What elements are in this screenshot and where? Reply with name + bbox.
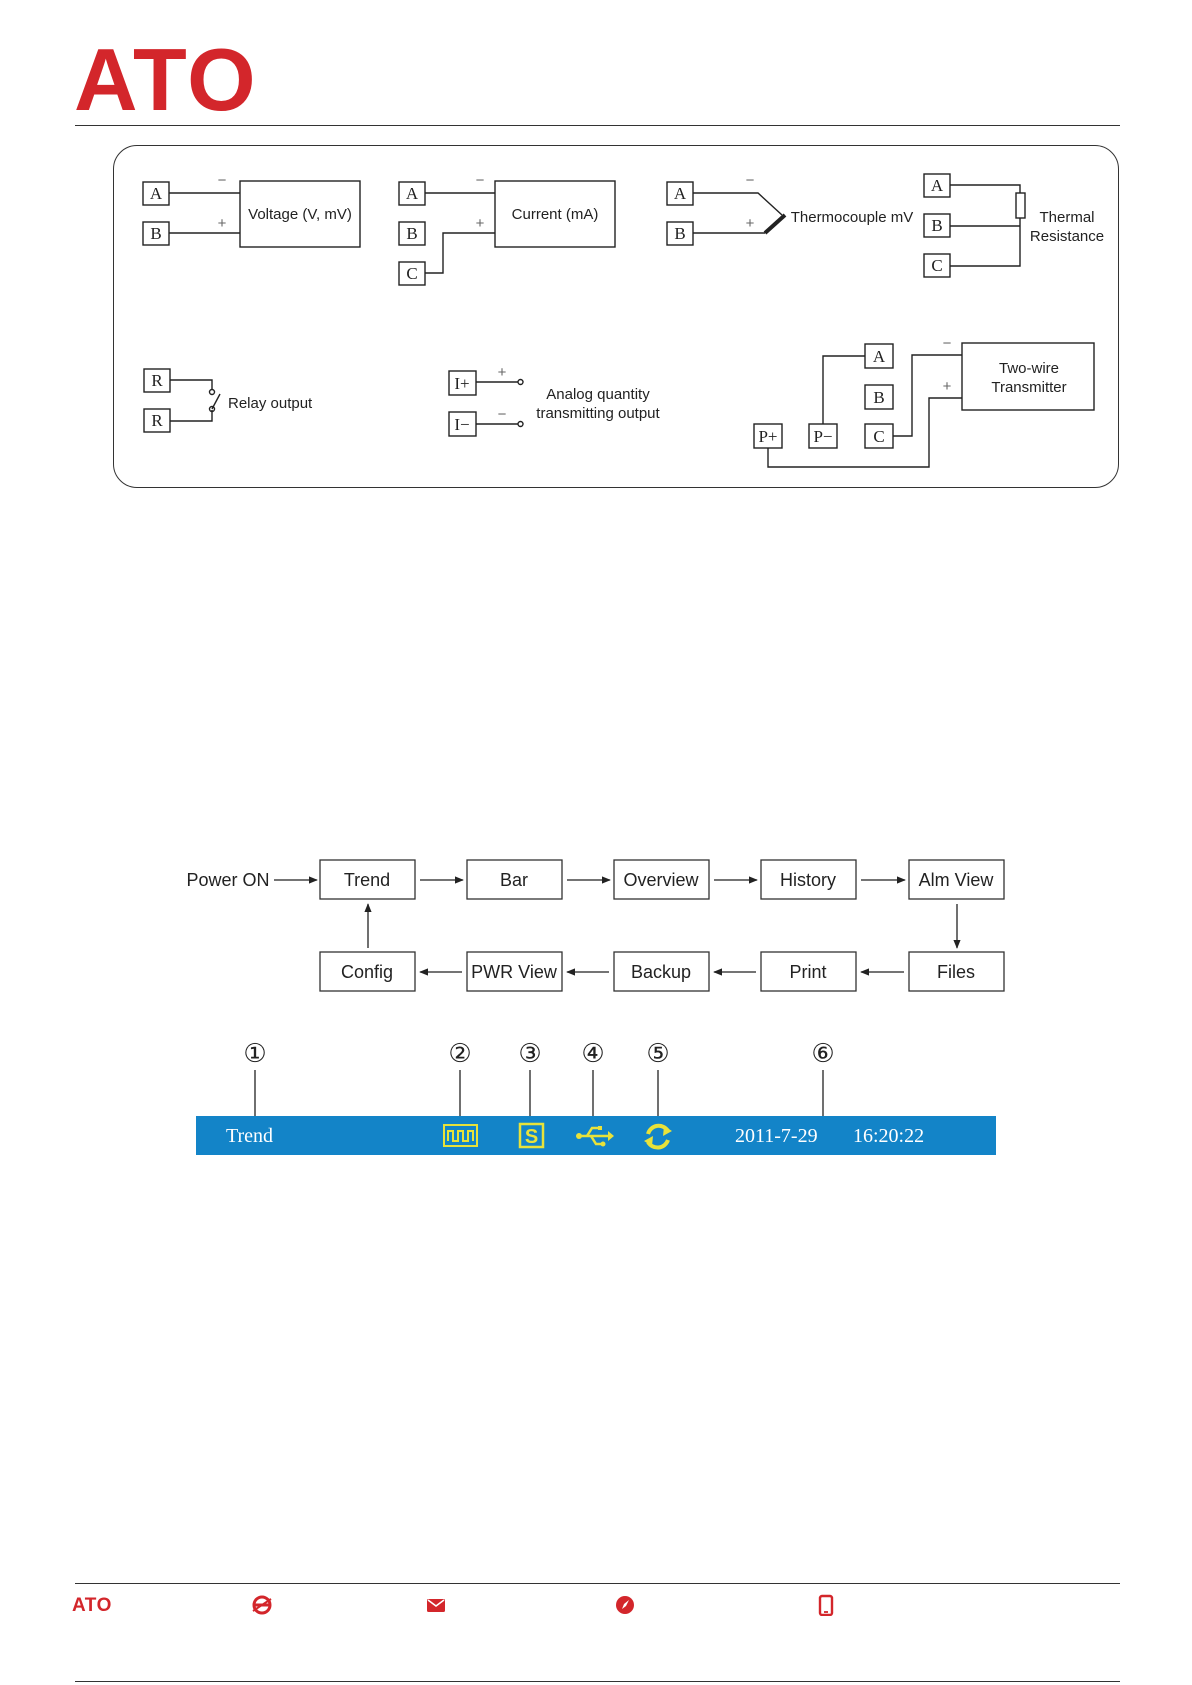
thermal-label-line2: Resistance	[1030, 228, 1104, 245]
twowire-plus: +	[943, 378, 952, 395]
thermocouple-terminal-b: B	[674, 224, 685, 243]
twowire-terminal-c: C	[873, 427, 884, 446]
header-rule	[75, 125, 1120, 126]
current-label: Current (mA)	[512, 206, 599, 223]
screen-flow-diagram: Power ON Trend Bar Overview History Alm …	[186, 859, 1005, 992]
flow-box-bar: Bar	[500, 870, 528, 890]
flow-box-history: History	[780, 870, 836, 890]
analog-label-line1: Analog quantity	[546, 386, 650, 403]
page-bottom-rule	[75, 1681, 1120, 1682]
power-on-label: Power ON	[186, 870, 269, 890]
current-terminal-b: B	[406, 224, 417, 243]
relay-label: Relay output	[228, 395, 313, 412]
relay-terminal-2: R	[151, 411, 163, 430]
twowire-terminal-pminus: P−	[813, 427, 832, 446]
header-logo: ATO	[74, 30, 258, 129]
current-terminal-a: A	[406, 184, 419, 203]
thermal-label-line1: Thermal	[1039, 209, 1094, 226]
voltage-minus: −	[218, 172, 227, 189]
thermocouple-plus: +	[746, 215, 755, 232]
mail-icon[interactable]	[425, 1594, 447, 1616]
thermal-terminal-b: B	[931, 216, 942, 235]
flow-box-print: Print	[789, 962, 826, 982]
current-minus: −	[476, 172, 485, 189]
twowire-minus: −	[943, 335, 952, 352]
footer-rule	[75, 1583, 1120, 1584]
flow-box-pwr-view: PWR View	[471, 962, 558, 982]
voltage-terminal-b: B	[150, 224, 161, 243]
twowire-label-line2: Transmitter	[991, 379, 1066, 396]
twowire-terminal-b: B	[873, 388, 884, 407]
pulse-signal-icon	[443, 1124, 478, 1147]
thermocouple-label: Thermocouple mV	[791, 209, 914, 226]
marker-1: ①	[243, 1038, 266, 1068]
wiring-diagram-panel	[113, 145, 1119, 488]
analog-label-line2: transmitting output	[536, 405, 660, 422]
twowire-terminal-a: A	[873, 347, 886, 366]
thermal-terminal-a: A	[931, 176, 944, 195]
refresh-icon	[644, 1123, 672, 1150]
twowire-terminal-pplus: P+	[758, 427, 777, 446]
voltage-label: Voltage (V, mV)	[248, 206, 352, 223]
status-bar-figure: ① ② ③ ④ ⑤ ⑥ Trend S 2011	[196, 1038, 996, 1155]
marker-5: ⑤	[646, 1038, 669, 1068]
thermocouple-terminal-a: A	[674, 184, 687, 203]
current-plus: +	[476, 215, 485, 232]
s-box-icon: S	[518, 1122, 545, 1149]
thermal-terminal-c: C	[931, 256, 942, 275]
status-date: 2011-7-29	[735, 1125, 818, 1147]
analog-plus: +	[498, 364, 507, 381]
analog-terminal-iplus: I+	[454, 374, 469, 393]
flow-box-overview: Overview	[623, 870, 699, 890]
voltage-terminal-a: A	[150, 184, 163, 203]
twowire-label-line1: Two-wire	[999, 360, 1059, 377]
web-icon[interactable]	[251, 1594, 273, 1616]
status-screen-name: Trend	[226, 1125, 273, 1147]
compass-icon[interactable]	[614, 1594, 636, 1616]
usb-icon	[576, 1126, 614, 1147]
marker-2: ②	[448, 1038, 471, 1068]
flow-box-config: Config	[341, 962, 393, 982]
flow-box-backup: Backup	[631, 962, 691, 982]
svg-text:S: S	[525, 1126, 538, 1148]
marker-6: ⑥	[811, 1038, 834, 1068]
flow-box-files: Files	[937, 962, 975, 982]
flow-box-trend: Trend	[344, 870, 390, 890]
marker-3: ③	[518, 1038, 541, 1068]
voltage-plus: +	[218, 215, 227, 232]
status-time: 16:20:22	[853, 1125, 924, 1147]
marker-4: ④	[581, 1038, 604, 1068]
footer-logo: ATO	[72, 1595, 112, 1616]
current-terminal-c: C	[406, 264, 417, 283]
analog-minus: −	[498, 406, 507, 423]
phone-icon[interactable]	[815, 1594, 837, 1616]
relay-terminal-1: R	[151, 371, 163, 390]
flow-box-alm-view: Alm View	[919, 870, 995, 890]
wiring-diagram: A B − + Voltage (V, mV) A B C − + Curren…	[142, 172, 1104, 468]
analog-terminal-iminus: I−	[454, 415, 469, 434]
thermocouple-minus: −	[746, 172, 755, 189]
